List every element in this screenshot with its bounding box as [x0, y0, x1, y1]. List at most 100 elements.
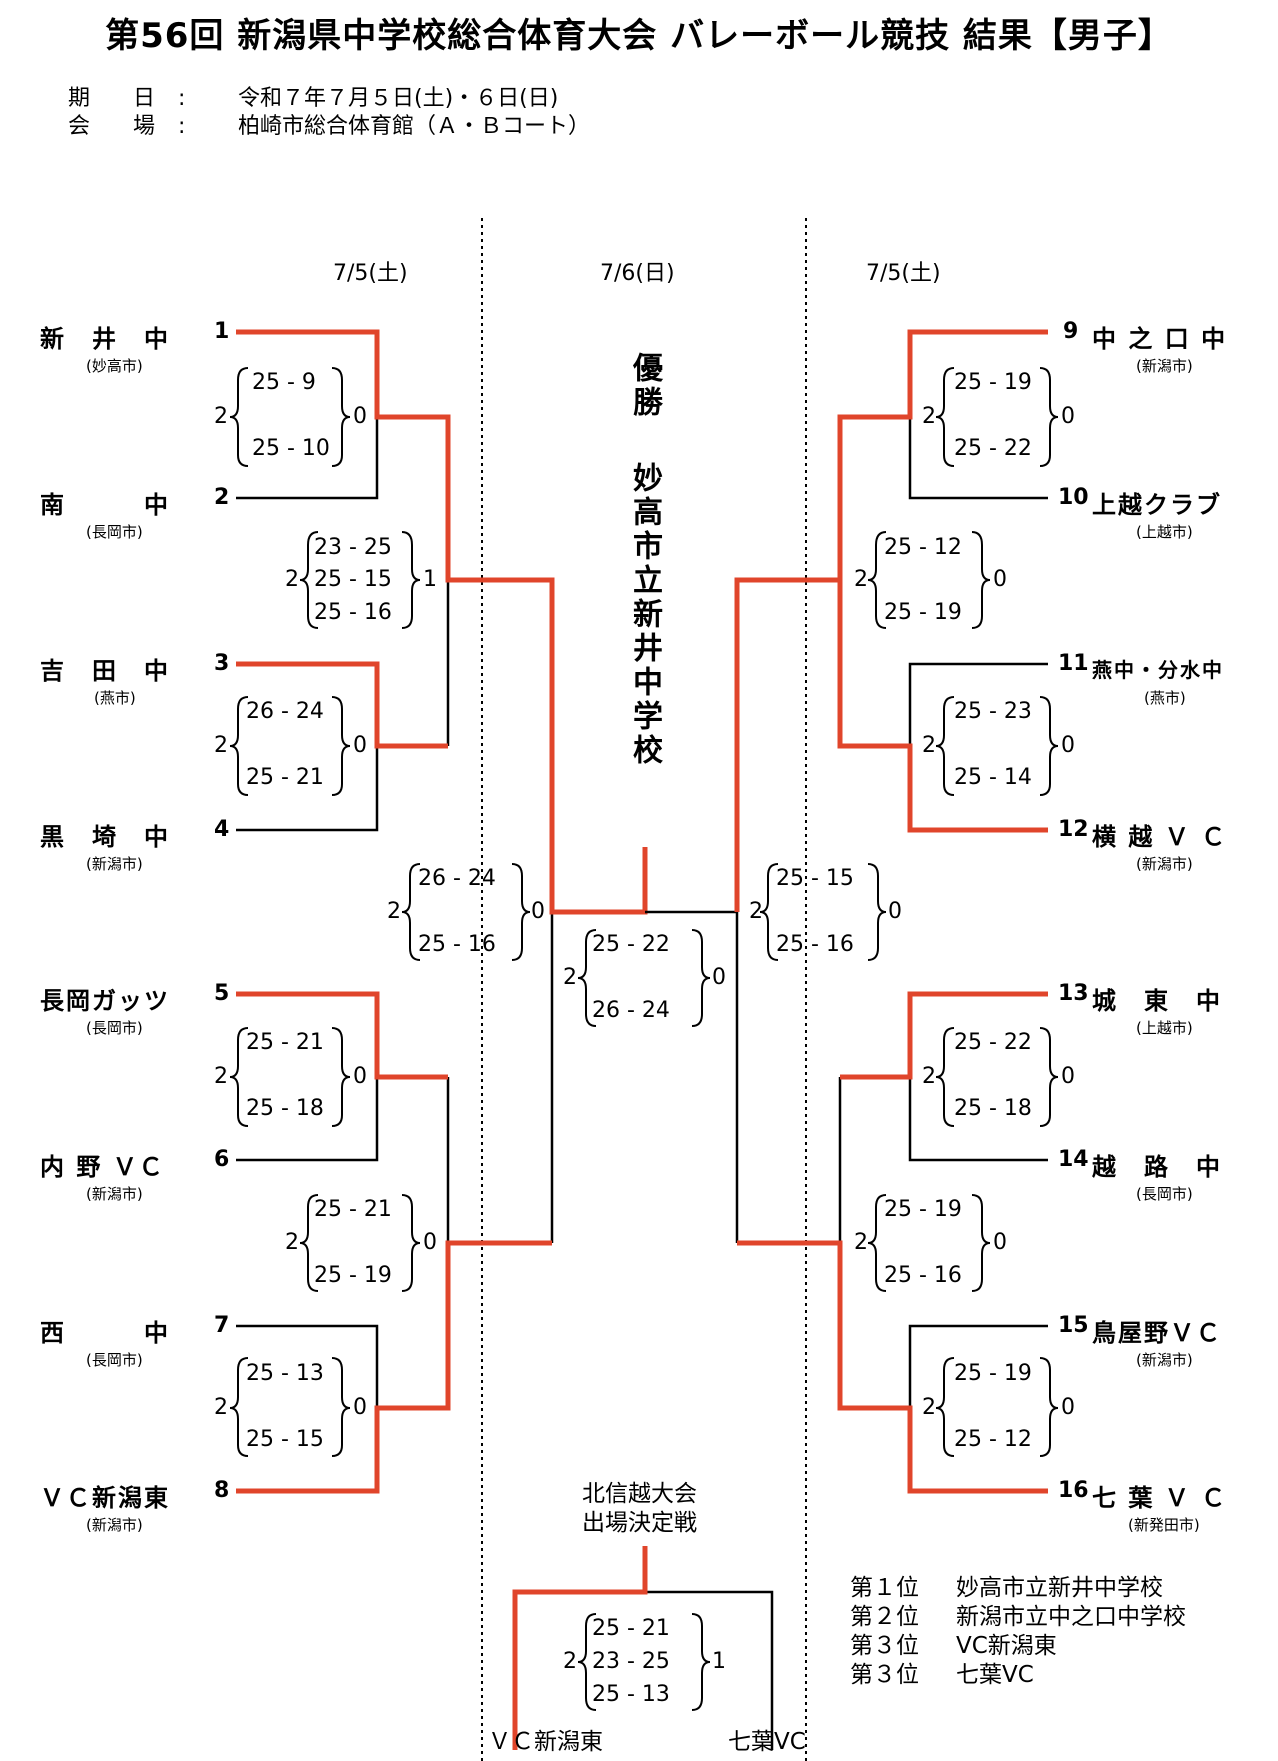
team-seed: 10 — [1058, 485, 1089, 510]
sets-won: 2 — [387, 899, 401, 924]
champion-label: 優勝 — [627, 352, 662, 420]
third-right-team: 七葉VC — [728, 1729, 806, 1755]
team-seed: 7 — [214, 1313, 230, 1338]
sets-won: 2 — [854, 567, 868, 592]
sets-won: 2 — [214, 1064, 228, 1089]
ranking-team: VC新潟東 — [956, 1633, 1057, 1659]
set-score: 25 - 15 — [776, 866, 854, 891]
team-city: (妙高市) — [86, 357, 143, 375]
sets-lost: 0 — [993, 567, 1007, 592]
set-score: 25 - 16 — [418, 932, 496, 957]
sets-won: 2 — [922, 404, 936, 429]
set-score: 23 - 25 — [592, 1649, 670, 1674]
champion-name: 妙高市立新井中学校 — [627, 462, 662, 768]
team-name: 長岡ガッツ — [40, 987, 170, 1015]
team-city: (上越市) — [1136, 523, 1193, 541]
sets-won: 2 — [854, 1230, 868, 1255]
sets-won: 2 — [749, 899, 763, 924]
team-seed: 14 — [1058, 1147, 1089, 1172]
team-name: 越 路 中 — [1092, 1153, 1222, 1181]
set-score: 25 - 13 — [246, 1361, 324, 1386]
team-name: 西 中 — [40, 1319, 170, 1347]
set-score: 25 - 22 — [592, 932, 670, 957]
team-city: (新潟市) — [1136, 1351, 1193, 1369]
set-score: 25 - 18 — [954, 1096, 1032, 1121]
ranking-team: 妙高市立新井中学校 — [956, 1575, 1163, 1601]
day-header-left: 7/5(土) — [333, 261, 408, 286]
sets-won: 2 — [563, 965, 577, 990]
ranking-row: 第１位 妙高市立新井中学校 — [850, 1568, 1163, 1602]
date-value: 令和７年７月５日(土)・６日(日) — [238, 86, 559, 111]
set-score: 26 - 24 — [592, 998, 670, 1023]
team-city: (長岡市) — [1136, 1185, 1193, 1203]
sets-lost: 0 — [423, 1230, 437, 1255]
set-score: 25 - 19 — [954, 370, 1032, 395]
sets-lost: 0 — [712, 965, 726, 990]
team-name: 城 東 中 — [1092, 987, 1222, 1015]
set-score: 25 - 18 — [246, 1096, 324, 1121]
team-name: 内 野 ＶＣ — [40, 1153, 165, 1181]
team-name: 吉 田 中 — [40, 657, 170, 685]
venue-label: 会 場 — [68, 114, 173, 139]
team-seed: 16 — [1058, 1478, 1089, 1503]
sets-lost: 0 — [531, 899, 545, 924]
ranking-pos: 第３位 — [850, 1662, 919, 1688]
sets-lost: 0 — [1061, 733, 1075, 758]
date-colon: : — [178, 86, 186, 111]
sets-lost: 0 — [353, 1395, 367, 1420]
team-city: (長岡市) — [86, 1351, 143, 1369]
third-heading-1: 北信越大会 — [582, 1481, 697, 1507]
team-city: (上越市) — [1136, 1019, 1193, 1037]
venue-row: 会 場: 柏崎市総合体育館（Ａ・Ｂコート） — [68, 108, 590, 140]
team-seed: 8 — [214, 1478, 230, 1503]
date-label: 期 日 — [68, 86, 173, 111]
sets-lost: 0 — [1061, 404, 1075, 429]
ranking-pos: 第２位 — [850, 1604, 919, 1630]
venue-colon: : — [178, 114, 186, 139]
team-city: (燕市) — [94, 689, 136, 707]
sets-lost: 0 — [1061, 1395, 1075, 1420]
sets-won: 2 — [214, 404, 228, 429]
sets-lost: 0 — [353, 1064, 367, 1089]
ranking-team: 新潟市立中之口中学校 — [956, 1604, 1186, 1630]
third-left-team: ＶＣ新潟東 — [488, 1729, 603, 1755]
team-seed: 6 — [214, 1147, 230, 1172]
sets-lost: 0 — [353, 404, 367, 429]
sets-won: 2 — [285, 567, 299, 592]
set-score: 25 - 23 — [954, 699, 1032, 724]
set-score: 25 - 14 — [954, 765, 1032, 790]
sets-lost: 0 — [993, 1230, 1007, 1255]
team-seed: 12 — [1058, 817, 1089, 842]
set-score: 26 - 24 — [418, 866, 496, 891]
team-city: (燕市) — [1144, 689, 1186, 707]
team-city: (新潟市) — [1136, 357, 1193, 375]
team-seed: 11 — [1058, 651, 1089, 676]
team-name: 南 中 — [40, 491, 170, 519]
team-seed: 3 — [214, 651, 230, 676]
date-row: 期 日: 令和７年７月５日(土)・６日(日) — [68, 80, 558, 112]
team-seed: 1 — [214, 319, 230, 344]
team-name: 上越クラブ — [1092, 491, 1222, 519]
sets-won: 2 — [214, 1395, 228, 1420]
ranking-row: 第３位 VC新潟東 — [850, 1626, 1057, 1660]
set-score: 25 - 16 — [884, 1263, 962, 1288]
team-name: 鳥屋野ＶＣ — [1092, 1319, 1222, 1347]
day-header-right: 7/5(土) — [866, 261, 941, 286]
set-score: 25 - 16 — [776, 932, 854, 957]
sets-lost: 0 — [888, 899, 902, 924]
sets-won: 2 — [922, 1064, 936, 1089]
set-score: 25 - 21 — [246, 765, 324, 790]
ranking-pos: 第３位 — [850, 1633, 919, 1659]
sets-won: 2 — [922, 1395, 936, 1420]
sets-won: 2 — [214, 733, 228, 758]
team-city: (新潟市) — [1136, 855, 1193, 873]
venue-value: 柏崎市総合体育館（Ａ・Ｂコート） — [238, 114, 591, 139]
team-name: ＶＣ新潟東 — [40, 1484, 170, 1512]
ranking-pos: 第１位 — [850, 1575, 919, 1601]
set-score: 26 - 24 — [246, 699, 324, 724]
team-city: (長岡市) — [86, 523, 143, 541]
team-seed: 4 — [214, 817, 230, 842]
set-score: 25 - 12 — [884, 535, 962, 560]
set-score: 25 - 21 — [246, 1030, 324, 1055]
